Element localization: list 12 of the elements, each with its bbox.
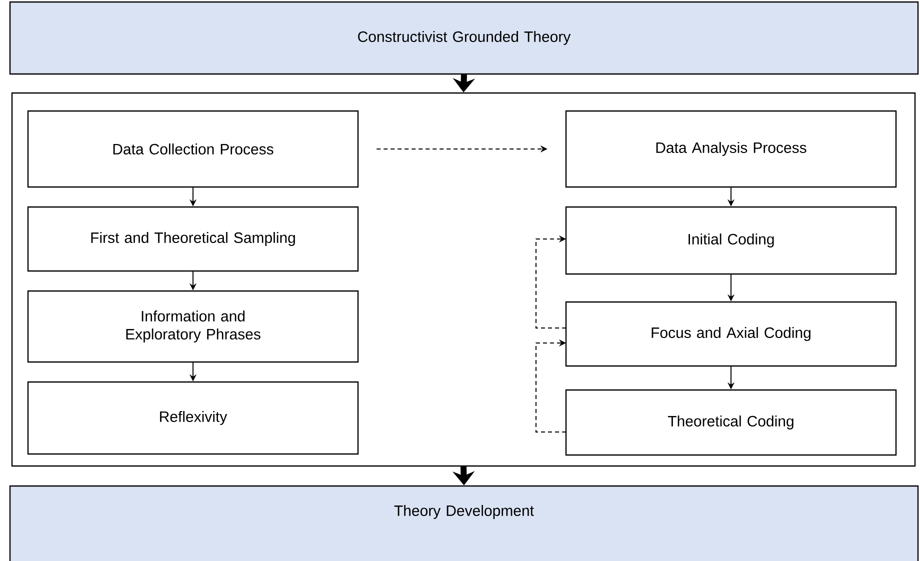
process-box: Theoretical Coding	[565, 389, 897, 456]
dashed-arrow	[536, 339, 566, 432]
process-box: Information and Exploratory Phrases	[27, 290, 359, 363]
heading-band: Constructivist Grounded Theory	[9, 1, 919, 75]
dashed-arrow	[536, 235, 566, 328]
process-box: Focus and Axial Coding	[565, 301, 897, 367]
process-box: Data Collection Process	[27, 110, 359, 188]
heading-band: Theory Development	[9, 485, 919, 561]
process-box: First and Theoretical Sampling	[27, 206, 359, 272]
process-box: Reflexivity	[27, 381, 359, 455]
process-box: Data Analysis Process	[565, 110, 897, 188]
process-box: Initial Coding	[565, 206, 897, 275]
